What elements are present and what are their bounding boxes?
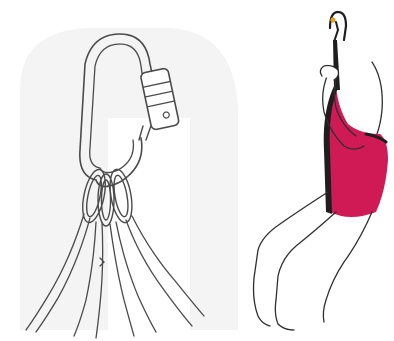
carabiner-with-sling-loops-illustration bbox=[20, 28, 238, 338]
figure-outline bbox=[372, 62, 382, 140]
hook-accent bbox=[330, 17, 335, 22]
person-in-sling-seat-illustration bbox=[254, 12, 389, 330]
sling-strap bbox=[333, 40, 340, 90]
figure-hand bbox=[320, 66, 338, 81]
sling-body bbox=[328, 86, 388, 217]
backdrop-window bbox=[108, 118, 190, 330]
hook-icon bbox=[330, 12, 346, 42]
